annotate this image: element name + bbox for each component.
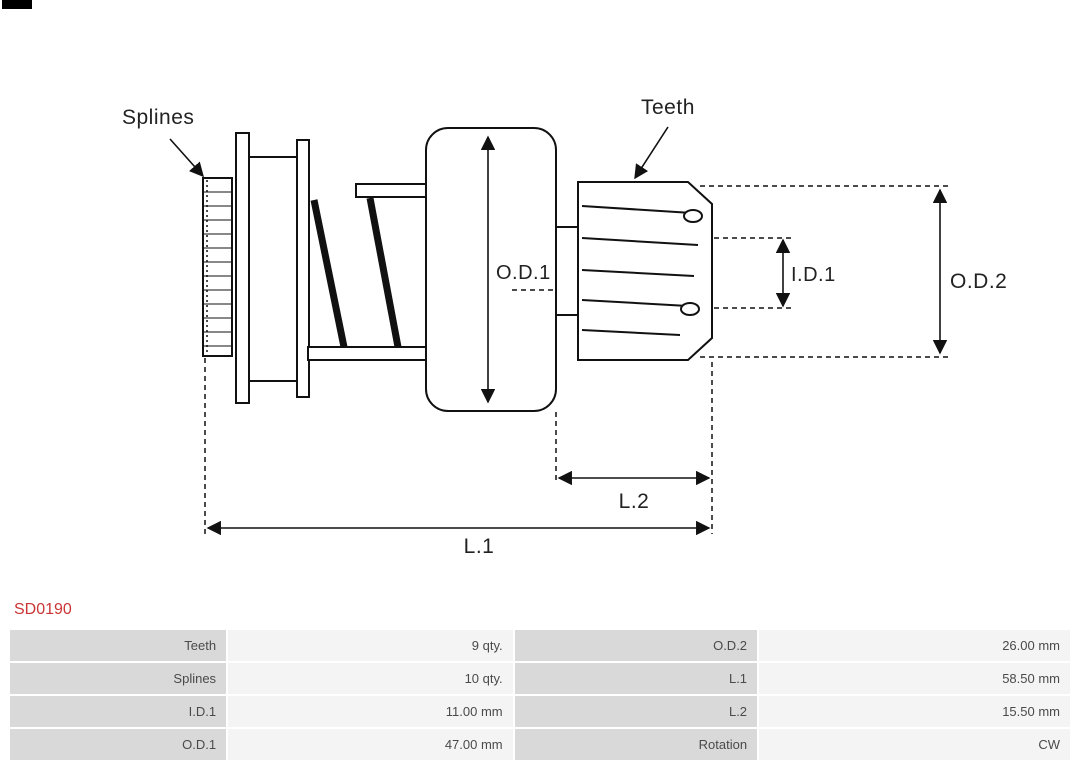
od1-label: O.D.1	[496, 262, 551, 284]
construction-lines	[204, 185, 948, 534]
l1-label: L.1	[464, 535, 495, 558]
od2-label: O.D.2	[950, 270, 1007, 293]
dimension-l2: L.2	[557, 470, 711, 513]
spring	[307, 183, 427, 361]
spec-od1-value: 47.00 mm	[228, 729, 513, 760]
drive-barrel	[248, 156, 298, 382]
splined-shaft	[202, 177, 233, 357]
front-washer-disc	[235, 132, 250, 404]
spec-splines-label: Splines	[10, 663, 227, 694]
spec-l2-label: L.2	[514, 696, 758, 727]
spec-teeth-label: Teeth	[10, 630, 227, 661]
dimension-l1: L.1	[206, 520, 711, 558]
spec-od2-label: O.D.2	[514, 630, 758, 661]
table-row: O.D.1 47.00 mm Rotation CW	[10, 729, 1070, 760]
spec-rotation-label: Rotation	[514, 729, 758, 760]
spec-l2-value: 15.50 mm	[759, 696, 1070, 727]
dimension-od2: O.D.2	[932, 188, 1007, 355]
table-row: Splines 10 qty. L.1 58.50 mm	[10, 663, 1070, 694]
table-row: Teeth 9 qty. O.D.2 26.00 mm	[10, 630, 1070, 661]
spec-l1-label: L.1	[514, 663, 758, 694]
dimension-id1: I.D.1	[775, 238, 836, 308]
spec-id1-label: I.D.1	[10, 696, 227, 727]
id1-label: I.D.1	[791, 264, 836, 286]
spec-id1-value: 11.00 mm	[228, 696, 513, 727]
teeth-callout: Teeth	[634, 96, 695, 180]
dimension-od1: O.D.1	[480, 135, 551, 404]
spec-od2-value: 26.00 mm	[759, 630, 1070, 661]
spec-l1-value: 58.50 mm	[759, 663, 1070, 694]
spec-table: Teeth 9 qty. O.D.2 26.00 mm Splines 10 q…	[8, 628, 1072, 762]
corner-mark	[2, 0, 32, 9]
rear-washer-disc	[296, 139, 310, 398]
splines-callout: Splines	[122, 106, 204, 178]
splines-label: Splines	[122, 106, 194, 129]
starter-drive-drawing: O.D.1 I.D.1 O.D.2 L.2 L.1 Splines Teeth	[122, 96, 1007, 558]
starter-drive-diagram: O.D.1 I.D.1 O.D.2 L.2 L.1 Splines Teeth	[122, 96, 1007, 558]
pinion-gear	[577, 181, 713, 361]
spec-splines-value: 10 qty.	[228, 663, 513, 694]
spec-od1-label: O.D.1	[10, 729, 227, 760]
part-number: SD0190	[14, 601, 72, 618]
spec-rotation-value: CW	[759, 729, 1070, 760]
shaft-step	[555, 226, 579, 316]
teeth-label: Teeth	[641, 96, 695, 119]
spec-teeth-value: 9 qty.	[228, 630, 513, 661]
table-row: I.D.1 11.00 mm L.2 15.50 mm	[10, 696, 1070, 727]
l2-label: L.2	[619, 490, 650, 513]
